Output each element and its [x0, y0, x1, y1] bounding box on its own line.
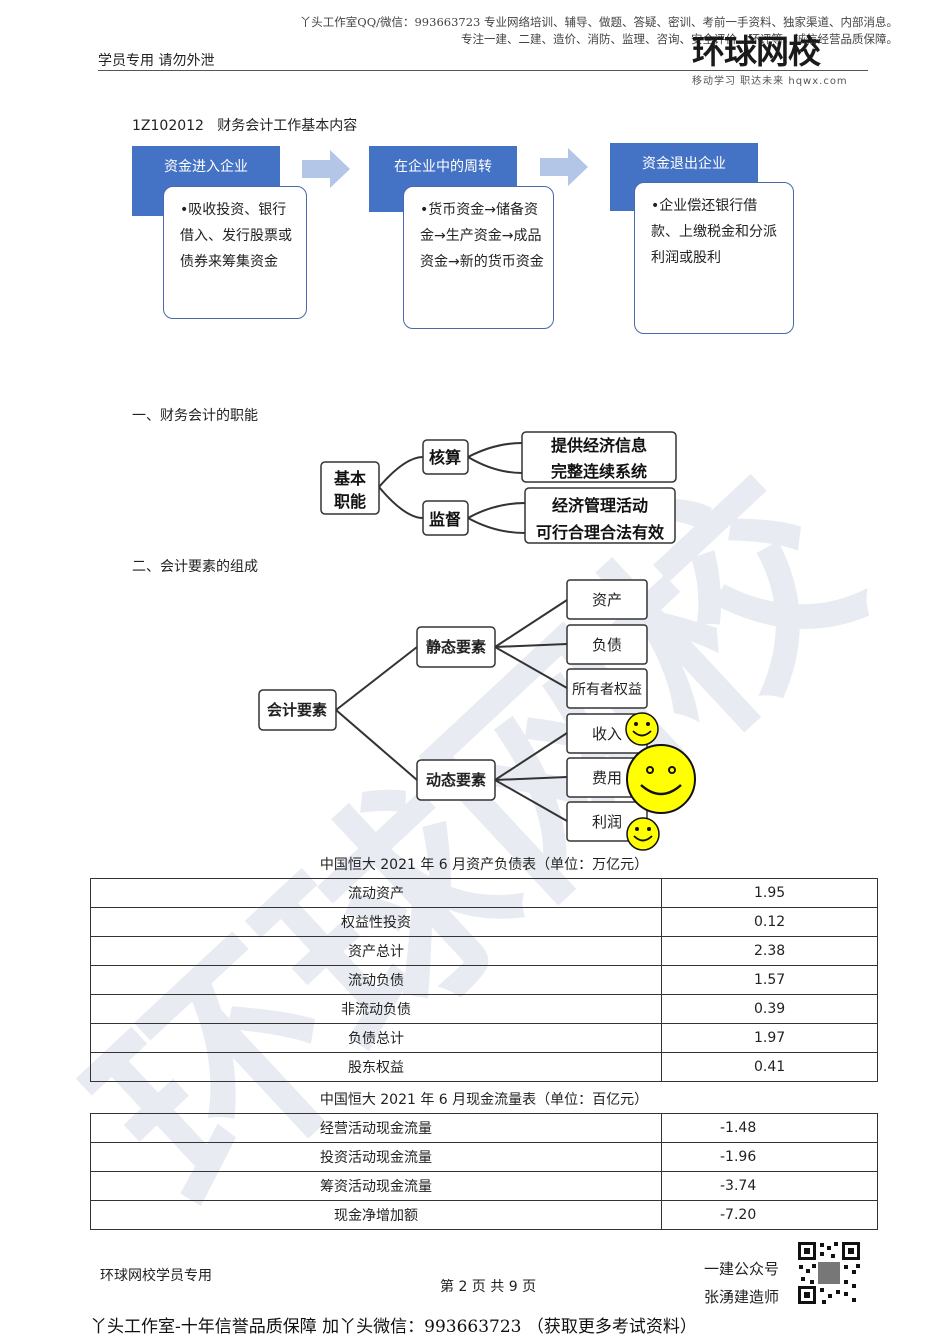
table-cell-label: 流动资产 — [90, 878, 662, 908]
flow-step-1-body: •吸收投资、银行借入、发行股票或债券来筹集资金 — [163, 186, 307, 319]
table-cell-value: -3.74 — [661, 1171, 878, 1201]
table-cell-label: 资产总计 — [90, 936, 662, 966]
balance-sheet-caption: 中国恒大 2021 年 6 月资产负债表（单位：万亿元） — [319, 857, 649, 873]
functions-branch-accounting: 核算 — [429, 448, 461, 467]
table-row: 现金净增加额-7.20 — [90, 1200, 878, 1230]
student-only-label: 学员专用 请勿外泄 — [98, 53, 215, 69]
flow-arrow-1 — [302, 150, 350, 188]
static-elements: 静态要素 — [426, 638, 486, 656]
cash-flow-table: 经营活动现金流量-1.48 投资活动现金流量-1.96 筹资活动现金流量-3.7… — [90, 1113, 878, 1230]
page-number: 第 2 页 共 9 页 — [440, 1279, 537, 1295]
flow-step-3-body: •企业偿还银行借款、上缴税金和分派利润或股利 — [634, 182, 794, 334]
table-cell-label: 现金净增加额 — [90, 1200, 662, 1230]
table-cell-label: 非流动负债 — [90, 994, 662, 1024]
table-cell-value: 2.38 — [661, 936, 878, 966]
header-ad-line2: 专注一建、二建、造价、消防、监理、咨询、安全评价、环评等，诚信经营品质保障。 — [461, 32, 898, 46]
static-item-liabilities: 负债 — [592, 636, 622, 654]
section-heading: 1Z102012 财务会计工作基本内容 — [132, 118, 358, 134]
table-row: 筹资活动现金流量-3.74 — [90, 1171, 878, 1201]
table-row: 投资活动现金流量-1.96 — [90, 1142, 878, 1172]
supervision-detail-1: 经济管理活动 — [552, 496, 648, 515]
table-cell-value: 1.57 — [661, 965, 878, 995]
logo-main: 环球网校 — [692, 32, 821, 71]
accounting-detail-2: 完整连续系统 — [551, 462, 647, 481]
table-cell-label: 流动负债 — [90, 965, 662, 995]
bottom-ad: 丫头工作室-十年信誉品质保障 加丫头微信：993663723 （获取更多考试资料… — [90, 1317, 697, 1337]
table-cell-value: -7.20 — [661, 1200, 878, 1230]
functions-root-line2: 职能 — [334, 492, 366, 511]
hqwx-logo: 环球网校 移动学习 职达未来 hqwx.com — [692, 34, 872, 90]
table-cell-value: 1.97 — [661, 1023, 878, 1053]
table-cell-value: -1.96 — [661, 1142, 878, 1172]
table-cell-value: 0.41 — [661, 1052, 878, 1082]
footer-wechat-label: 一建公众号 — [704, 1260, 780, 1278]
table-cell-value: -1.48 — [661, 1113, 878, 1143]
functions-diagram: 基本 职能 核算 监督 提供经济信息 完整连续系统 经济管理活动 可行合理合法有… — [320, 431, 677, 544]
table-cell-label: 经营活动现金流量 — [90, 1113, 662, 1143]
smiley-icon-small-top — [625, 712, 659, 746]
dynamic-item-expense: 费用 — [592, 769, 622, 787]
logo-sub: 移动学习 职达未来 hqwx.com — [692, 76, 848, 87]
functions-branch-supervision: 监督 — [429, 510, 461, 529]
section1-title: 一、财务会计的职能 — [132, 408, 258, 424]
smiley-icon-small-bottom — [626, 817, 660, 851]
header-ad-line1: 丫头工作室QQ/微信：993663723 专业网络培训、辅导、做题、答疑、密训、… — [299, 15, 898, 29]
table-cell-label: 权益性投资 — [90, 907, 662, 937]
header-divider — [98, 70, 868, 71]
table-cell-value: 1.95 — [661, 878, 878, 908]
dynamic-elements: 动态要素 — [426, 771, 486, 789]
flow-arrow-2 — [540, 148, 588, 186]
table-cell-value: 0.39 — [661, 994, 878, 1024]
table-cell-label: 筹资活动现金流量 — [90, 1171, 662, 1201]
section2-title: 二、会计要素的组成 — [132, 559, 258, 575]
footer-left: 环球网校学员专用 — [100, 1268, 212, 1284]
qr-code-icon — [796, 1240, 862, 1306]
dynamic-item-revenue: 收入 — [592, 725, 622, 743]
supervision-detail-2: 可行合理合法有效 — [536, 523, 664, 542]
cash-flow-caption: 中国恒大 2021 年 6 月现金流量表（单位：百亿元） — [319, 1092, 649, 1108]
table-cell-label: 股东权益 — [90, 1052, 662, 1082]
smiley-icon-large — [626, 744, 696, 814]
accounting-detail-1: 提供经济信息 — [551, 436, 647, 455]
flow-step-2-body: •货币资金→储备资金→生产资金→成品资金→新的货币资金 — [403, 186, 554, 329]
footer-author: 张湧建造师 — [704, 1288, 780, 1306]
static-item-assets: 资产 — [592, 591, 622, 609]
elements-root: 会计要素 — [267, 701, 327, 719]
table-cell-label: 投资活动现金流量 — [90, 1142, 662, 1172]
table-cell-value: 0.12 — [661, 907, 878, 937]
table-row: 经营活动现金流量-1.48 — [90, 1113, 878, 1143]
static-item-equity: 所有者权益 — [572, 682, 642, 698]
dynamic-item-profit: 利润 — [592, 813, 622, 831]
functions-root-line1: 基本 — [333, 469, 366, 488]
table-cell-label: 负债总计 — [90, 1023, 662, 1053]
